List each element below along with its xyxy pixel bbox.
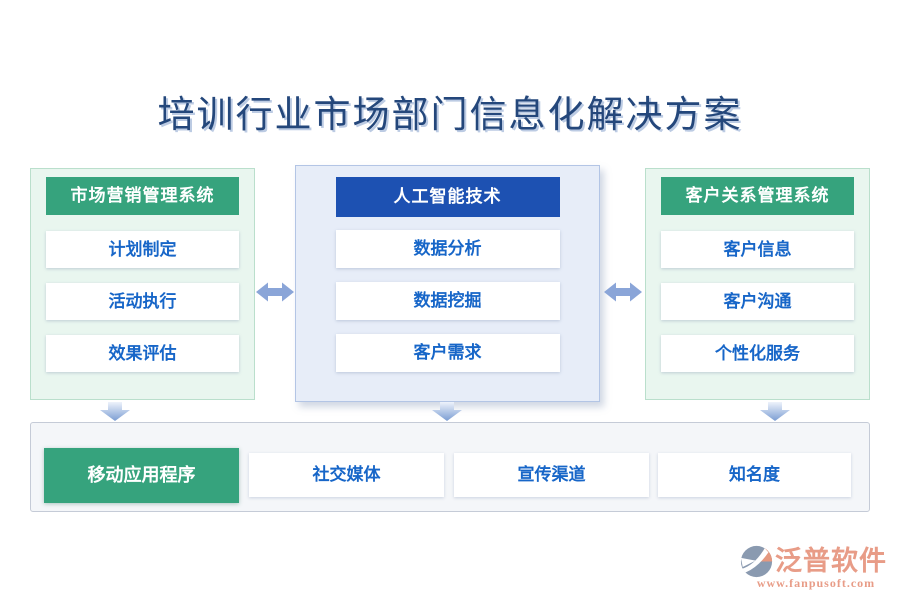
item-customer-communication: 客户沟通 [661,283,854,320]
brand-website: www.fanpusoft.com [756,576,876,590]
item-brand-awareness: 知名度 [658,453,851,497]
down-arrow-icon [100,402,130,421]
item-social-media: 社交媒体 [249,453,444,497]
panel-header-ai: 人工智能技术 [335,177,560,217]
item-personalized-service: 个性化服务 [661,335,854,372]
down-arrow-icon [432,402,462,421]
brand-name: 泛普软件 [775,546,887,576]
brand-watermark: 泛普软件 www.fanpusoft.com [740,545,892,593]
item-plan-making: 计划制定 [46,231,239,268]
panel-marketing-system: 市场营销管理系统 计划制定 活动执行 效果评估 [30,168,255,400]
double-arrow-icon [604,282,642,302]
item-data-analysis: 数据分析 [335,230,560,268]
panel-header-marketing: 市场营销管理系统 [46,177,239,215]
item-mobile-app: 移动应用程序 [44,448,239,503]
diagram-title: 培训行业市场部门信息化解决方案 [157,95,743,136]
panel-ai-technology: 人工智能技术 数据分析 数据挖掘 客户需求 [295,165,600,402]
item-customer-demand: 客户需求 [335,334,560,372]
double-arrow-icon [256,282,294,302]
panel-crm-system: 客户关系管理系统 客户信息 客户沟通 个性化服务 [645,168,870,400]
item-promotion-channel: 宣传渠道 [454,453,649,497]
item-effect-evaluation: 效果评估 [46,335,239,372]
panel-header-crm: 客户关系管理系统 [661,177,854,215]
item-activity-execution: 活动执行 [46,283,239,320]
brand-logo-icon [740,545,773,578]
item-customer-info: 客户信息 [661,231,854,268]
down-arrow-icon [760,402,790,421]
item-data-mining: 数据挖掘 [335,282,560,320]
bottom-channels-bar: 移动应用程序 社交媒体 宣传渠道 知名度 [30,422,870,512]
